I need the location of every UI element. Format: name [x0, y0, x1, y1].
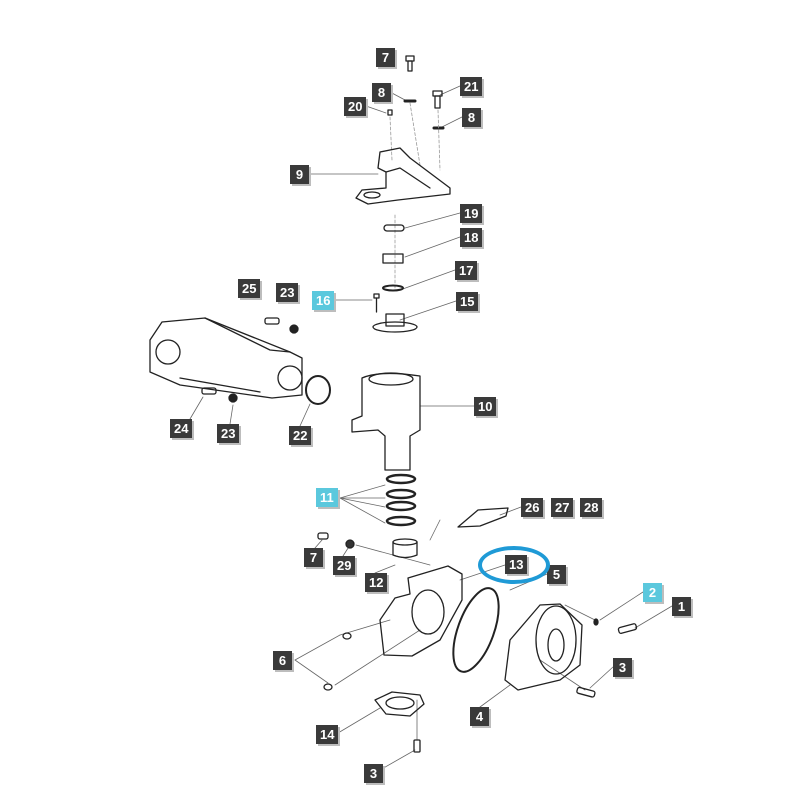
leader-lines — [189, 85, 673, 771]
flange-15 — [372, 313, 418, 333]
screw-16 — [373, 293, 380, 313]
callout-label-6[interactable]: 6 — [273, 651, 292, 670]
callout-label-22[interactable]: 22 — [289, 426, 312, 445]
bushing-18 — [382, 253, 404, 264]
nut-23b — [228, 393, 238, 403]
callout-label-8b[interactable]: 8 — [462, 108, 481, 127]
cover-26 — [457, 507, 509, 528]
callout-label-24[interactable]: 24 — [170, 419, 193, 438]
housing-10 — [351, 372, 421, 471]
nut-23a — [289, 324, 299, 334]
callout-label-16[interactable]: 16 — [312, 291, 335, 310]
callout-label-3a[interactable]: 3 — [613, 658, 632, 677]
callout-label-27[interactable]: 27 — [551, 498, 574, 517]
callout-label-7b[interactable]: 7 — [304, 548, 323, 567]
highlight-circle-13 — [478, 546, 550, 584]
callout-label-26[interactable]: 26 — [521, 498, 544, 517]
callout-label-17[interactable]: 17 — [455, 261, 478, 280]
callout-label-11[interactable]: 11 — [316, 488, 338, 507]
callout-label-29[interactable]: 29 — [333, 556, 356, 575]
callout-label-10[interactable]: 10 — [474, 397, 497, 416]
callout-label-12[interactable]: 12 — [365, 573, 388, 592]
screw-20 — [387, 109, 393, 116]
plug-6b — [323, 683, 333, 691]
bolt-3a — [576, 686, 596, 698]
callout-label-20[interactable]: 20 — [344, 97, 367, 116]
nut-29 — [345, 539, 355, 549]
plug-6a — [342, 632, 352, 640]
callout-label-14[interactable]: 14 — [316, 725, 339, 744]
bolt-7-top — [405, 55, 415, 72]
ring-19 — [383, 224, 405, 232]
gear-case — [379, 565, 463, 657]
callout-label-28[interactable]: 28 — [580, 498, 603, 517]
callout-label-4[interactable]: 4 — [470, 707, 489, 726]
bolt-24 — [201, 387, 217, 395]
callout-label-18[interactable]: 18 — [460, 228, 483, 247]
callout-label-21[interactable]: 21 — [460, 77, 483, 96]
oring-22 — [305, 375, 331, 405]
callout-label-2[interactable]: 2 — [643, 583, 662, 602]
callout-label-23b[interactable]: 23 — [217, 424, 240, 443]
bolt-7b — [317, 532, 329, 540]
bolt-3b — [413, 739, 421, 753]
callout-label-7[interactable]: 7 — [376, 48, 395, 67]
callout-label-5[interactable]: 5 — [547, 565, 566, 584]
oring-17 — [382, 284, 404, 292]
callout-label-9[interactable]: 9 — [290, 165, 309, 184]
bracket-9 — [355, 147, 451, 205]
callout-label-3b[interactable]: 3 — [364, 764, 383, 783]
callout-label-1[interactable]: 1 — [672, 597, 691, 616]
callout-label-8a[interactable]: 8 — [372, 83, 391, 102]
bolt-25 — [264, 317, 280, 325]
oring-5 — [452, 587, 500, 673]
axle-housing — [149, 317, 303, 399]
callout-label-19[interactable]: 19 — [460, 204, 483, 223]
cover-4 — [504, 603, 583, 691]
callout-label-15[interactable]: 15 — [456, 292, 479, 311]
bolt-21 — [432, 90, 443, 109]
seal-2 — [593, 618, 599, 626]
callout-label-23a[interactable]: 23 — [276, 283, 299, 302]
bushing-12 — [392, 538, 418, 559]
callout-label-25[interactable]: 25 — [238, 279, 261, 298]
gasket-14 — [374, 691, 425, 717]
bolt-1 — [617, 623, 638, 634]
rings-11 — [385, 473, 417, 527]
